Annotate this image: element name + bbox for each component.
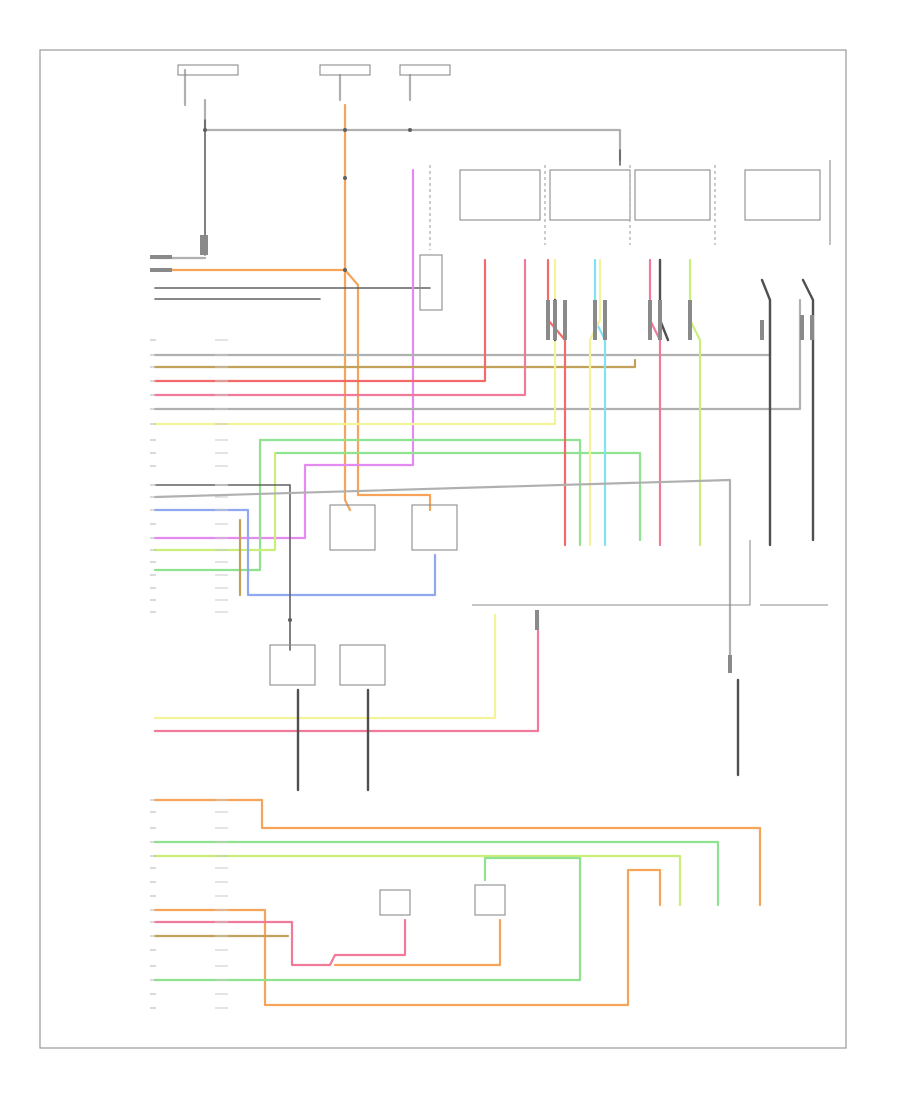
splice-node-3: [408, 128, 412, 132]
feed-wire-2: [203, 98, 622, 162]
connector-block-1: [200, 235, 208, 255]
relay-4: [339, 644, 386, 686]
power-feed-section: [177, 64, 622, 256]
green-wire-switch: [153, 856, 582, 982]
relay-1: [329, 504, 376, 551]
orange-wire-main: [343, 103, 352, 512]
dark-wire-3: [801, 278, 815, 542]
pink-wire-3: [153, 613, 540, 733]
components: [150, 128, 831, 916]
gray-wire-3: [153, 478, 732, 662]
fuse-box-1: [177, 64, 239, 76]
fuse-box-3: [399, 64, 451, 76]
lime-wire-lower: [153, 854, 682, 907]
splice-node-1: [203, 128, 207, 132]
connector-block-2: [419, 254, 443, 311]
orange-wire-switch-2: [333, 918, 502, 967]
lime-wire-2: [688, 258, 702, 547]
red-wire-1: [153, 258, 487, 383]
olive-wire: [153, 358, 637, 369]
pink-wire-switch: [153, 918, 407, 967]
green-wire-3: [153, 438, 262, 572]
orange-wire-switch: [153, 868, 662, 1007]
module-pin-2: [728, 655, 732, 673]
orange-wire-lower: [153, 798, 762, 907]
terminal-row-top: [546, 300, 814, 340]
left-pin-labels: [150, 339, 228, 1009]
relay-3: [269, 644, 316, 686]
module-box-3: [634, 169, 711, 221]
module-box-4: [744, 169, 821, 221]
colored-wires: [153, 103, 815, 1007]
cyan-wire: [593, 258, 607, 547]
module-box-2: [549, 169, 631, 221]
green-wire-1: [258, 438, 582, 547]
orange-wire-branch: [153, 268, 432, 512]
pink-wire-1: [153, 258, 527, 397]
gray-wire-long: [153, 298, 772, 357]
yellow-wire-3: [153, 613, 497, 720]
lime-wire-1: [153, 451, 277, 552]
switch-1: [379, 889, 411, 916]
splice-node-6: [288, 618, 292, 622]
green-wire-2: [273, 451, 642, 542]
splice-node-2: [343, 128, 347, 132]
module-pin-1: [535, 610, 539, 630]
green-wire-lower: [153, 840, 720, 907]
fuse-box-2: [319, 64, 371, 76]
splice-node-4: [343, 176, 347, 180]
connector-pin-1: [150, 255, 172, 259]
blue-wire: [153, 508, 437, 597]
module-box-1: [459, 169, 541, 221]
dark-wire-4: [760, 278, 772, 547]
switch-2: [474, 884, 506, 916]
relay-2: [411, 504, 458, 551]
diagram-frame: [39, 49, 847, 1049]
control-module-outline: [472, 540, 751, 606]
yellow-wire-1: [153, 258, 557, 426]
pink-wire-2: [648, 258, 662, 547]
splice-node-5: [343, 268, 347, 272]
connector-pin-2: [150, 268, 172, 272]
